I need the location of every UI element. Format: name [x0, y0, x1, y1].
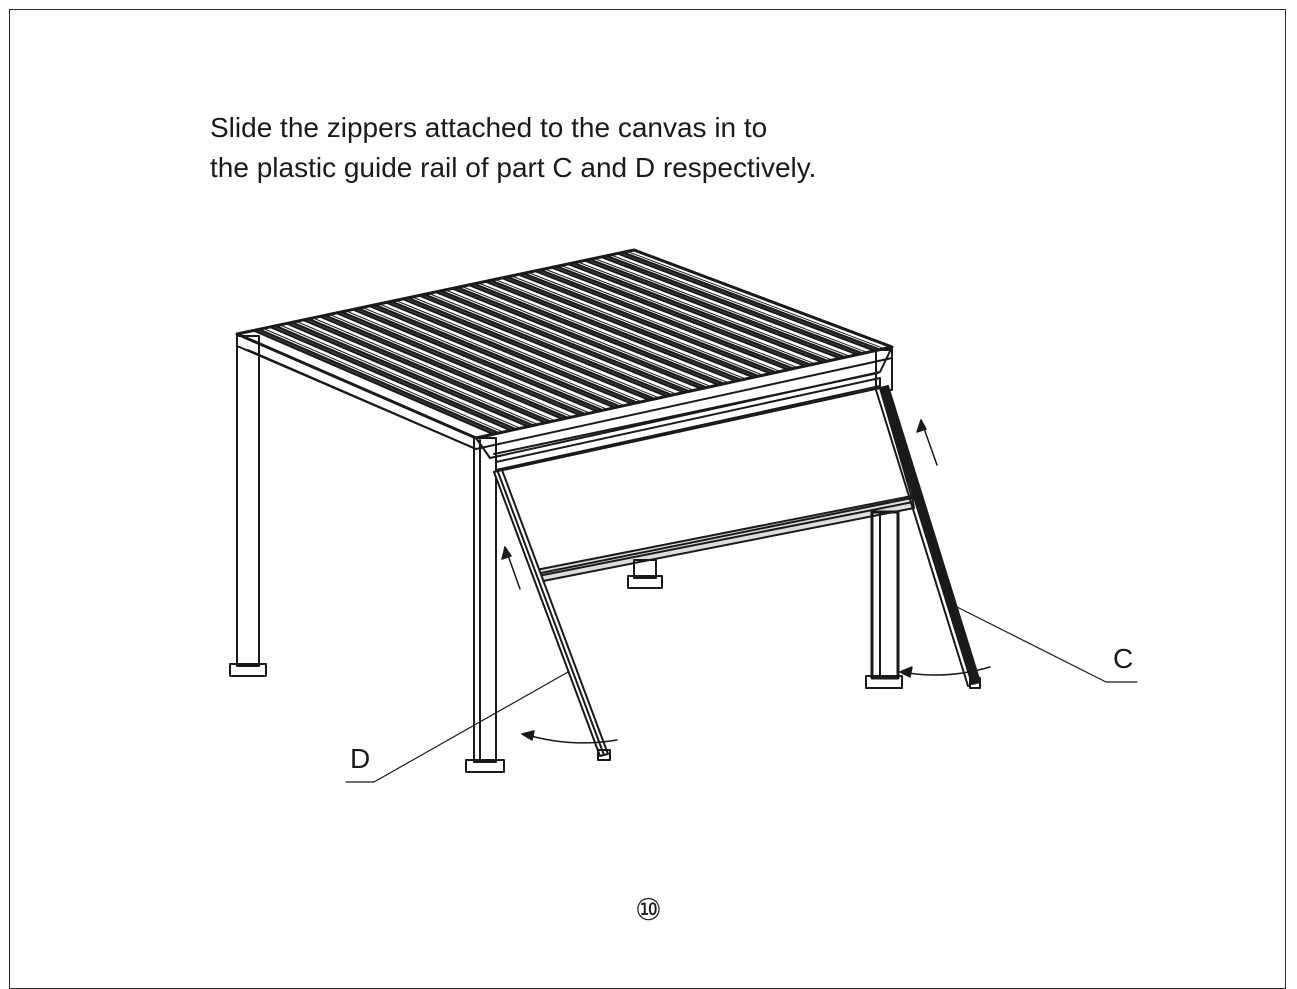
post-left-back — [229, 335, 267, 677]
post-right-back — [865, 510, 903, 689]
instruction-line-1: Slide the zippers attached to the canvas… — [210, 112, 768, 143]
rail-d — [493, 469, 611, 761]
louvre-edge — [395, 300, 643, 403]
canvas-panel — [493, 387, 915, 583]
louvre-edge — [511, 275, 764, 376]
louvre-edge — [263, 328, 504, 433]
louvre-edge — [312, 317, 556, 422]
label-d: D — [350, 743, 370, 774]
roof-louvres — [252, 251, 886, 436]
louvre-edge — [411, 296, 660, 399]
louvre-edge — [279, 324, 522, 429]
louvre-edge — [610, 254, 868, 354]
rail-c — [875, 385, 981, 689]
post-front-left — [465, 437, 505, 773]
label-c: C — [1113, 643, 1133, 674]
post-front-right — [875, 349, 893, 391]
louvre-edge — [329, 314, 574, 418]
louvre-edge — [478, 282, 730, 384]
louvre-edge — [494, 279, 747, 380]
louvre-edge — [527, 272, 782, 373]
louvre-edge — [445, 289, 695, 391]
louvre-edge — [461, 286, 712, 388]
arrows — [501, 419, 991, 744]
louvre-edge — [296, 321, 539, 426]
page-number: ⑩ — [635, 893, 662, 928]
instruction-text: Slide the zippers attached to the canvas… — [210, 108, 816, 188]
louvre-edge — [560, 265, 816, 365]
louvre-edge — [378, 303, 626, 407]
louvre-edge — [577, 261, 834, 361]
instruction-line-2: the plastic guide rail of part C and D r… — [210, 152, 817, 183]
louvre-edge — [544, 268, 799, 369]
louvre-edge — [593, 258, 851, 357]
louvre-edge — [626, 251, 886, 350]
leader-lines — [345, 605, 1138, 783]
louvre-edge — [345, 310, 591, 414]
louvre-edge — [362, 307, 608, 410]
louvre-edge — [428, 293, 678, 395]
